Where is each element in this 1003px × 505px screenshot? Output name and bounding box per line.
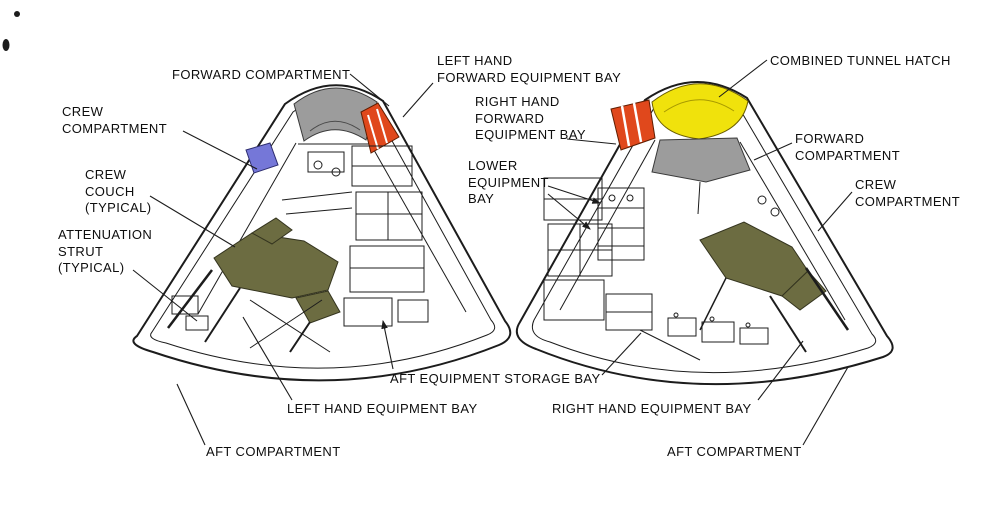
label-rh-forward-equipment-bay: RIGHT HAND FORWARD EQUIPMENT BAY: [475, 94, 586, 143]
label-aft-compartment-right: AFT COMPARTMENT: [667, 444, 802, 459]
leader-lines: [132, 59, 853, 446]
left-capsule-drawing: [132, 84, 512, 382]
leader-attenuation-strut: [132, 269, 198, 322]
label-crew-compartment-left: CREW COMPARTMENT: [62, 104, 168, 136]
label-aft-equipment-storage-bay: AFT EQUIPMENT STORAGE BAY: [390, 371, 601, 386]
leader-aft-compartment-right: [802, 366, 849, 446]
leader-lower-equipment-bay-1: [547, 185, 602, 204]
leader-combined-tunnel-hatch: [718, 59, 768, 98]
scan-artifacts: [2, 11, 20, 51]
leader-crew-compartment-right: [817, 191, 853, 232]
label-lh-equipment-bay: LEFT HAND EQUIPMENT BAY: [287, 401, 478, 416]
label-rh-equipment-bay: RIGHT HAND EQUIPMENT BAY: [552, 401, 752, 416]
leader-crew-compartment-left: [182, 130, 258, 170]
combined-tunnel-hatch-shape: [651, 83, 749, 140]
left-capsule-equipment-bays: [343, 145, 429, 327]
left-blue-window: [245, 142, 279, 174]
leader-aft-storage-right: [601, 332, 642, 376]
leader-forward-compartment-left: [349, 73, 390, 107]
leader-crew-couch: [149, 195, 236, 248]
leader-aft-storage-left: [381, 319, 394, 370]
label-lh-forward-equipment-bay: LEFT HAND FORWARD EQUIPMENT BAY: [437, 53, 622, 85]
right-capsule-drawing: [515, 81, 894, 386]
label-lower-equipment-bay: LOWER EQUIPMENT BAY: [468, 158, 549, 207]
label-forward-compartment-right: FORWARD COMPARTMENT: [795, 131, 901, 163]
label-attenuation-strut: ATTENUATION STRUT (TYPICAL): [58, 227, 153, 276]
leader-rh-forward-equipment-bay: [566, 138, 617, 145]
label-crew-couch: CREW COUCH (TYPICAL): [85, 167, 152, 216]
left-capsule-struts: [167, 269, 331, 353]
right-capsule-struts: [639, 267, 850, 361]
right-aft-storage-boxes: [667, 312, 769, 345]
leader-lh-equipment-bay: [242, 316, 293, 401]
left-orange-bay: [360, 102, 400, 154]
label-combined-tunnel-hatch: COMBINED TUNNEL HATCH: [770, 53, 951, 68]
left-crew-couch: [213, 217, 341, 324]
label-crew-compartment-right: CREW COMPARTMENT: [855, 177, 961, 209]
leader-lh-forward-equipment-bay: [402, 82, 434, 118]
label-aft-compartment-left: AFT COMPARTMENT: [206, 444, 341, 459]
label-forward-compartment-left: FORWARD COMPARTMENT: [172, 67, 351, 82]
leader-rh-equipment-bay: [757, 340, 804, 401]
leader-lower-equipment-bay-2: [547, 193, 591, 230]
leader-forward-compartment-right: [753, 142, 793, 161]
leader-aft-compartment-left: [176, 383, 206, 446]
right-forward-structure: [651, 137, 751, 183]
